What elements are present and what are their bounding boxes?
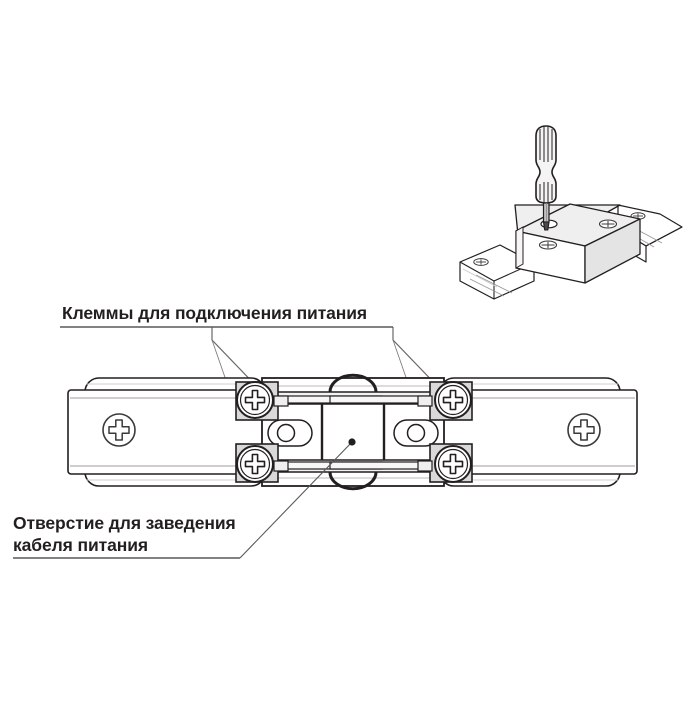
cable-hole-annotation-leader	[13, 438, 356, 559]
mounting-slot-right	[393, 419, 439, 447]
inset-illustration	[459, 125, 683, 300]
screwdriver-icon	[535, 125, 557, 231]
phillips-screw-right	[567, 413, 601, 447]
left-end-cap	[67, 377, 269, 487]
cable-hole-leader	[239, 441, 353, 559]
screw-head-inset-far	[598, 219, 618, 229]
terminal-blocks	[235, 381, 473, 483]
cable-hole-label-line1: Отверстие для заведения	[13, 513, 236, 533]
screw-head-rail-left	[473, 258, 489, 266]
phillips-screw-left	[102, 413, 136, 447]
terminal-screw-bottom-right	[417, 443, 473, 483]
terminal-screw-bottom-left	[235, 443, 289, 483]
cable-hole-label-line2: кабеля питания	[13, 535, 148, 555]
central-chassis	[261, 373, 445, 491]
connector-top-view	[67, 373, 638, 491]
cable-entry-hole	[328, 373, 378, 491]
terminal-screw-top-right	[417, 381, 473, 421]
screw-head-inset-near	[538, 240, 558, 250]
cable-hole-leader-dot	[348, 438, 356, 446]
terminals-label: Клеммы для подключения питания	[62, 303, 368, 323]
inset-connector-body	[514, 203, 641, 284]
terminal-screw-top-left	[235, 381, 289, 421]
mounting-slot-left	[267, 419, 313, 447]
